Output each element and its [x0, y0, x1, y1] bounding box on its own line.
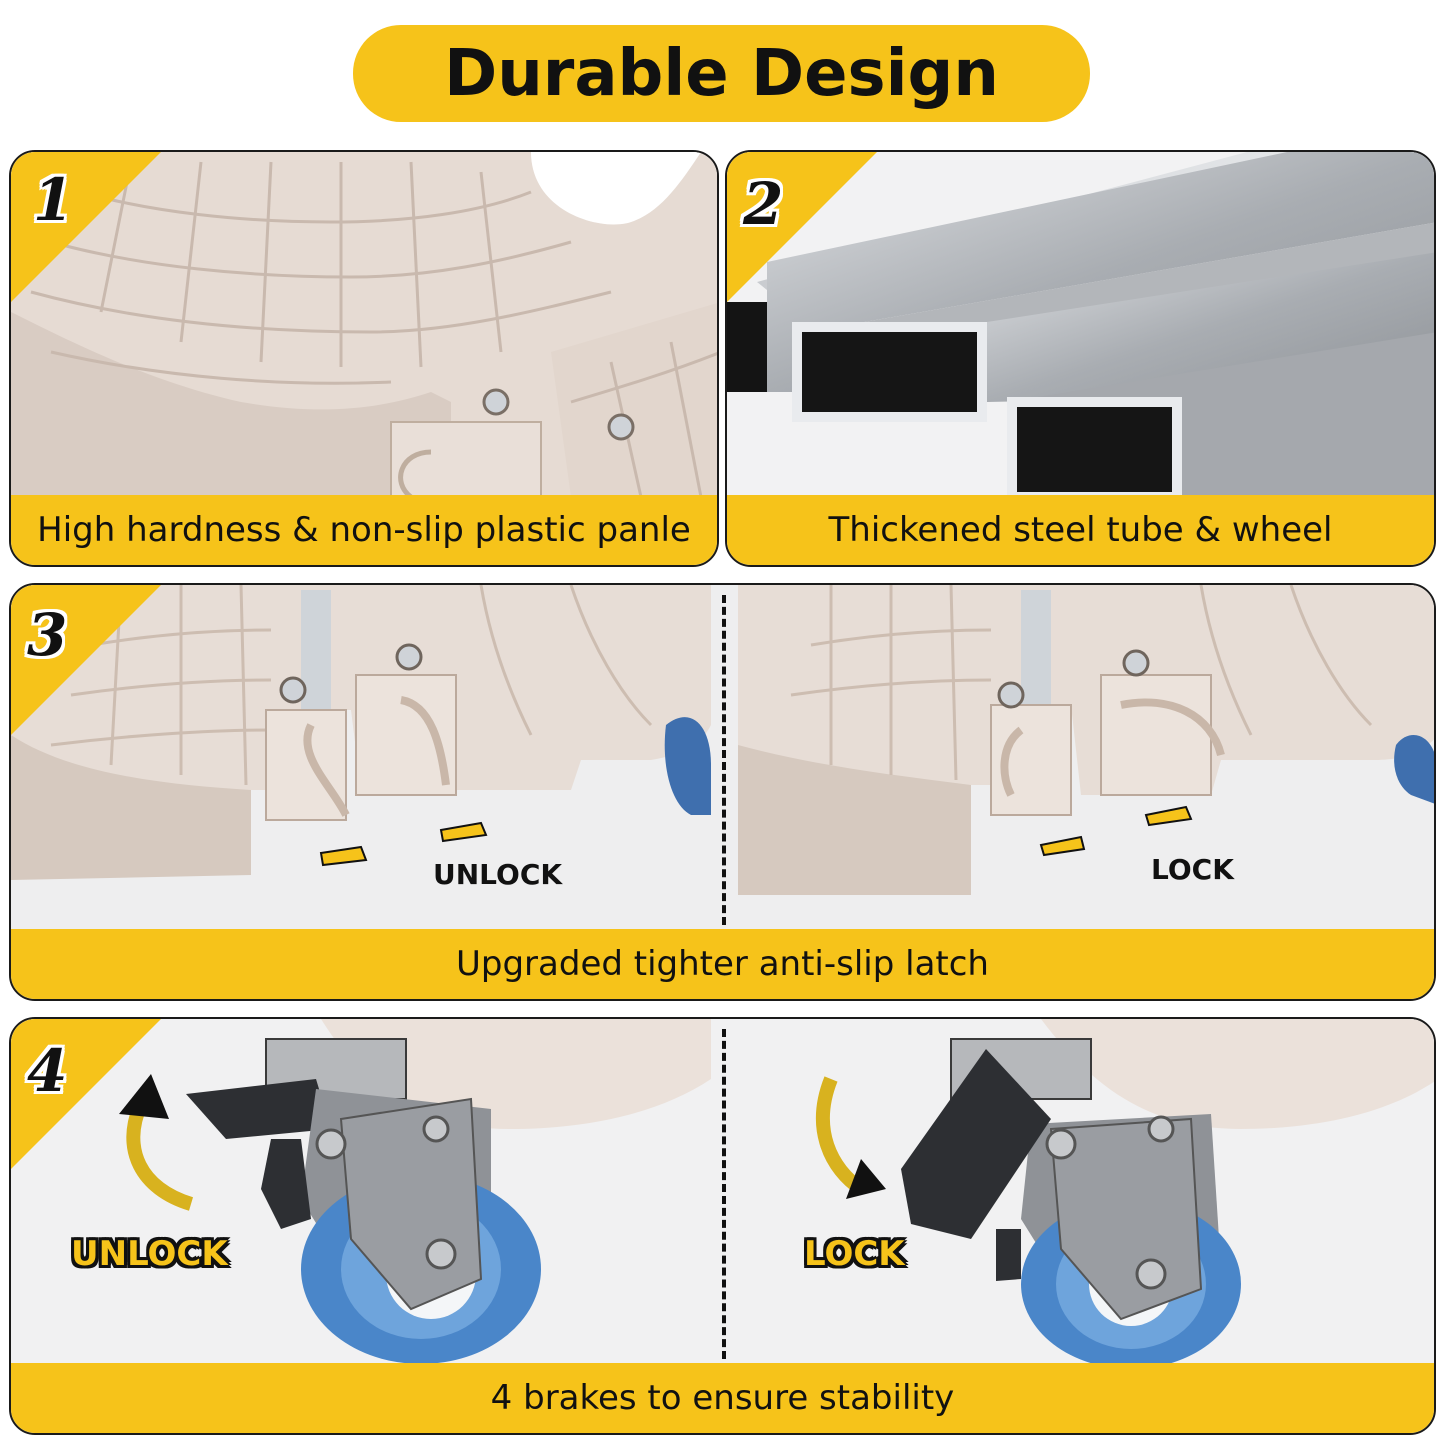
number-badge-4: 4 [11, 1019, 161, 1169]
feature-panel-3: UNLOCK LOCK 3 Upgraded tighter anti-slip… [9, 583, 1436, 1001]
feature-number: 2 [743, 170, 784, 238]
feature-panel-1: 1 High hardness & non-slip plastic panle [9, 150, 719, 567]
page-title: Durable Design [444, 36, 999, 111]
feature-caption: High hardness & non-slip plastic panle [37, 510, 691, 550]
feature-caption: Upgraded tighter anti-slip latch [456, 944, 989, 984]
unlock-label: UNLOCK [71, 1234, 228, 1274]
lock-label: LOCK [1151, 853, 1234, 886]
caption-bar: Thickened steel tube & wheel [727, 495, 1434, 565]
steel-tube-image [727, 152, 1434, 497]
feature-caption: 4 brakes to ensure stability [490, 1378, 955, 1418]
feature-panel-4: UNLOCK LOCK 4 4 brakes to ensure stabili… [9, 1017, 1436, 1435]
divider [722, 595, 726, 925]
caption-bar: High hardness & non-slip plastic panle [11, 495, 717, 565]
feature-caption: Thickened steel tube & wheel [828, 510, 1333, 550]
unlock-label: UNLOCK [433, 858, 563, 891]
caption-bar: 4 brakes to ensure stability [11, 1363, 1434, 1433]
feature-number: 3 [27, 601, 68, 669]
number-badge-1: 1 [11, 152, 161, 302]
plastic-panel-image [11, 152, 717, 497]
lock-label: LOCK [804, 1234, 905, 1274]
title-banner: Durable Design [353, 25, 1090, 122]
feature-number: 1 [33, 166, 74, 234]
caption-bar: Upgraded tighter anti-slip latch [11, 929, 1434, 999]
number-badge-2: 2 [727, 152, 877, 302]
feature-panel-2: 2 Thickened steel tube & wheel [725, 150, 1436, 567]
feature-number: 4 [27, 1037, 68, 1105]
number-badge-3: 3 [11, 585, 161, 735]
divider [722, 1029, 726, 1359]
